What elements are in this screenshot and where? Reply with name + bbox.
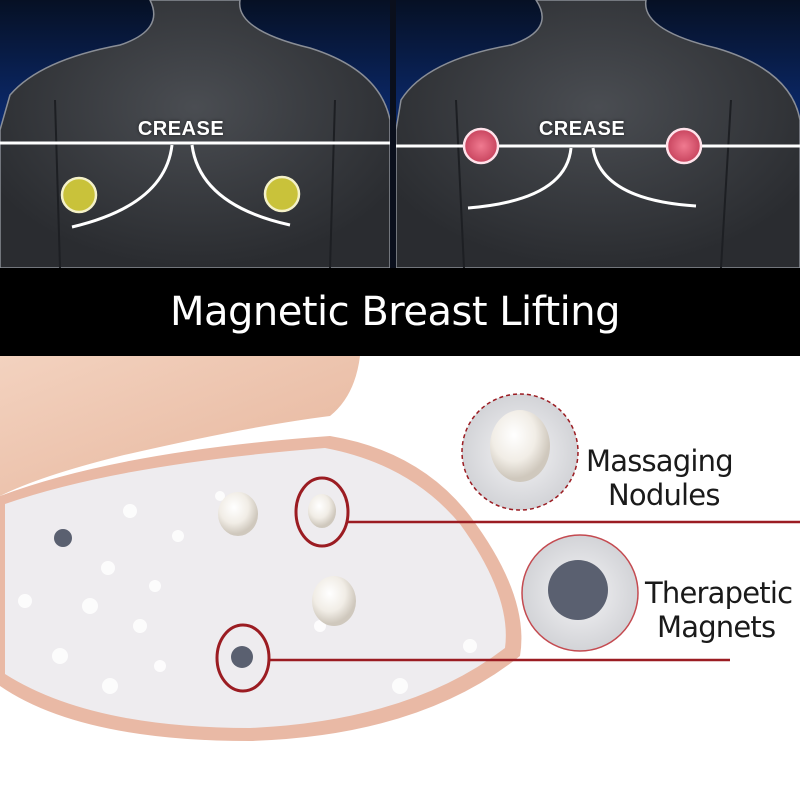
magnets-callout-label: Therapetic Magnets <box>645 576 793 644</box>
nodule-icon <box>312 576 356 626</box>
nodule-icon <box>218 492 258 536</box>
breast-pad-image <box>0 356 800 741</box>
crease-label: CREASE <box>538 118 626 140</box>
marker-icon <box>263 175 301 213</box>
liner-bumps <box>18 491 477 694</box>
torso-silhouette-after <box>396 0 800 268</box>
torso-silhouette-before <box>0 0 390 268</box>
marker-icon <box>60 176 98 214</box>
marker-icon <box>462 127 500 165</box>
crease-label: CREASE <box>137 118 225 140</box>
diagram-after: CREASE <box>396 0 800 268</box>
magnet-icon <box>54 529 72 547</box>
comparison-diagrams: CREASE CREASE <box>0 0 800 268</box>
product-illustration: Massaging Nodules Therapetic Magnets <box>0 356 800 800</box>
nodule-icon <box>308 494 336 528</box>
nodules-callout-label: Massaging Nodules <box>586 444 734 512</box>
pad-fabric-cover <box>0 356 360 496</box>
banner-title: Magnetic Breast Lifting <box>169 289 621 335</box>
pad-liner <box>5 448 506 728</box>
diagram-before: CREASE <box>0 0 390 268</box>
marker-icon <box>665 127 703 165</box>
title-banner: Magnetic Breast Lifting <box>0 268 800 356</box>
nodule-callout-ring <box>294 476 350 548</box>
magnet-callout-ring <box>215 623 271 693</box>
magnet-icon <box>231 646 253 668</box>
